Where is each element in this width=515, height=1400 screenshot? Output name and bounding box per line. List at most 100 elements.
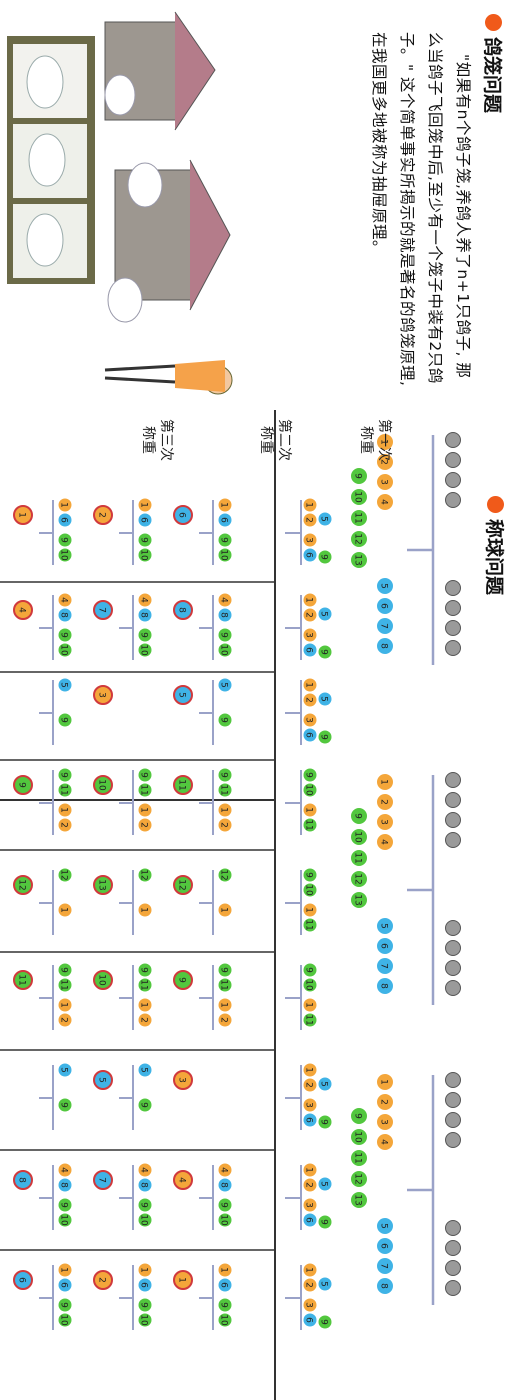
ball: [217, 592, 233, 608]
ball: [217, 817, 233, 833]
result-ball: [173, 685, 193, 705]
ball-label: 3: [379, 1119, 389, 1125]
pigeon-text: "如果有n个鸽子笼,养鸽人养了n+1只鸽子, 那么当鸽子飞回笼中后,至少有一个笼…: [370, 32, 472, 387]
result-ball-label: 8: [177, 607, 187, 613]
ball-label: 2: [304, 612, 314, 618]
ball: [217, 962, 233, 978]
ball-label: 8: [139, 612, 149, 618]
ball: [217, 1277, 233, 1293]
ball-label: 1: [219, 907, 229, 913]
unknown-ball: [445, 1112, 461, 1128]
ball: [376, 957, 394, 975]
balance-scale: [407, 435, 435, 665]
result-ball: [173, 1270, 193, 1290]
ball-label: 2: [304, 1082, 314, 1088]
ball-label: 9: [319, 649, 329, 655]
ball-label: 11: [353, 1152, 363, 1163]
ball-label: 1: [304, 1002, 314, 1008]
ball-label: 10: [59, 1214, 69, 1226]
ball: [217, 1197, 233, 1213]
ball-label: 3: [304, 537, 314, 543]
ball: [302, 902, 318, 918]
balance-scale: [285, 1165, 302, 1230]
ball-label: 5: [59, 682, 69, 688]
ball-label: 4: [379, 1139, 389, 1145]
ball-label: 10: [353, 491, 363, 503]
ball: [217, 977, 233, 993]
ball: [217, 512, 233, 528]
ball: [350, 530, 368, 548]
unknown-ball: [445, 1240, 461, 1256]
balance-scale: [119, 1265, 134, 1330]
ball: [217, 1262, 233, 1278]
ball-label: 4: [219, 1167, 229, 1173]
ball: [57, 497, 73, 513]
ball-label: 4: [219, 597, 229, 603]
ball-label: 9: [219, 537, 229, 543]
result-ball-label: 2: [97, 512, 107, 518]
ball-label: 6: [379, 1243, 389, 1249]
ball-label: 1: [59, 1267, 69, 1273]
ball: [137, 767, 153, 783]
balance-scale: [39, 500, 54, 565]
result-ball: [93, 1070, 113, 1090]
ball-label: 1: [304, 597, 314, 603]
result-ball-label: 10: [97, 974, 107, 986]
unknown-ball: [445, 640, 461, 656]
ball: [57, 817, 73, 833]
ball: [57, 642, 73, 658]
ball: [302, 917, 318, 933]
unknown-ball: [445, 1260, 461, 1276]
ball: [350, 509, 368, 527]
ball-label: 10: [353, 831, 363, 843]
ball-label: 11: [219, 979, 229, 990]
ball-label: 9: [59, 1202, 69, 1208]
ball: [350, 1149, 368, 1167]
result-ball: [13, 1170, 33, 1190]
result-ball-label: 7: [97, 1177, 107, 1183]
ball-label: 4: [379, 839, 389, 845]
ball-label: 1: [219, 807, 229, 813]
unknown-ball: [445, 940, 461, 956]
ball: [137, 1097, 153, 1113]
balance-scale: [39, 870, 54, 935]
ball-label: 1: [304, 1267, 314, 1273]
unknown-ball: [445, 1132, 461, 1148]
ball-label: 1: [304, 807, 314, 813]
ball-label: 1: [304, 682, 314, 688]
unknown-ball: [445, 832, 461, 848]
ball: [217, 497, 233, 513]
ball: [217, 802, 233, 818]
ball-label: 13: [353, 1194, 363, 1205]
ball-label: 5: [319, 1181, 329, 1187]
result-ball-label: 3: [177, 1077, 187, 1083]
ball-label: 1: [139, 907, 149, 913]
ball: [57, 712, 73, 728]
ball: [217, 677, 233, 693]
result-ball-label: 10: [97, 779, 107, 791]
ball: [137, 802, 153, 818]
ball: [57, 1297, 73, 1313]
ball-label: 1: [139, 1267, 149, 1273]
ball-label: 6: [304, 1117, 314, 1123]
ball-label: 4: [379, 499, 389, 505]
weigh-section-title: 称球问题: [482, 496, 509, 595]
ball: [302, 512, 318, 528]
ball: [317, 511, 333, 527]
balance-scale: [285, 870, 302, 935]
ball-label: 8: [59, 1182, 69, 1188]
ball-label: 12: [353, 533, 363, 544]
ball-label: 9: [59, 772, 69, 778]
ball-label: 5: [59, 1067, 69, 1073]
balance-scale: [199, 500, 214, 565]
ball-label: 2: [304, 1282, 314, 1288]
ball-label: 1: [379, 779, 389, 785]
ball: [57, 867, 73, 883]
ball: [137, 1212, 153, 1228]
ball-label: 11: [59, 784, 69, 795]
balance-scale: [407, 775, 435, 1005]
ball-label: 13: [353, 554, 363, 565]
ball-label: 11: [139, 979, 149, 990]
ball: [137, 1162, 153, 1178]
